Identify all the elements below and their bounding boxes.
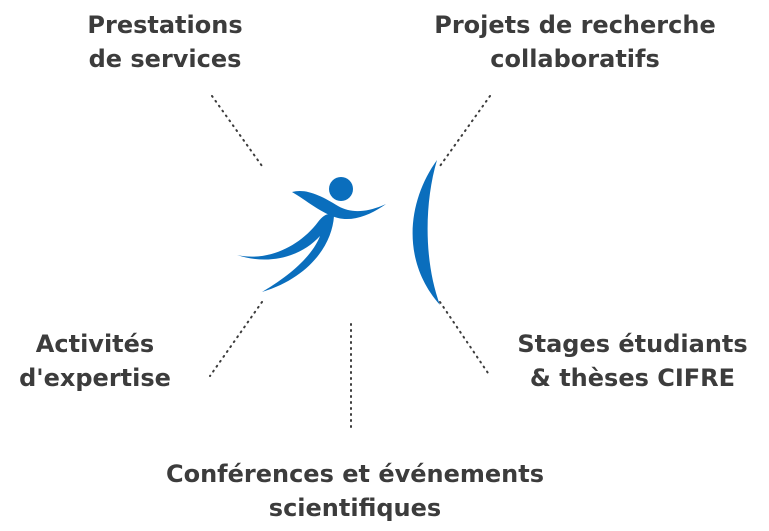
- label-line: d'expertise: [19, 364, 171, 392]
- label-stages-etudiants: Stages étudiants & thèses CIFRE: [500, 327, 765, 395]
- label-conferences-evenements: Conférences et événements scientifiques: [115, 457, 595, 525]
- label-projets-de-recherche: Projets de recherche collaboratifs: [410, 8, 740, 76]
- connector-prestations: [211, 95, 263, 167]
- label-line: collaboratifs: [490, 45, 660, 73]
- label-line: Prestations: [87, 11, 243, 39]
- label-line: Projets de recherche: [434, 11, 716, 39]
- connector-projets: [439, 95, 491, 167]
- label-line: Stages étudiants: [517, 330, 748, 358]
- label-line: Conférences et événements: [165, 460, 545, 488]
- logo-head: [329, 177, 353, 201]
- center-logo-icon: [237, 160, 440, 305]
- logo-arc: [412, 160, 440, 305]
- connector-activites: [209, 301, 263, 377]
- label-line: Activités: [35, 330, 155, 358]
- logo-arms: [292, 190, 386, 220]
- label-line: & thèses CIFRE: [529, 364, 736, 392]
- connector-stages: [439, 301, 491, 377]
- label-line: de services: [88, 45, 242, 73]
- label-line: scientifiques: [268, 494, 442, 522]
- label-activites-expertise: Activités d'expertise: [5, 327, 185, 395]
- label-prestations-de-services: Prestations de services: [60, 8, 270, 76]
- logo-legs: [237, 214, 334, 292]
